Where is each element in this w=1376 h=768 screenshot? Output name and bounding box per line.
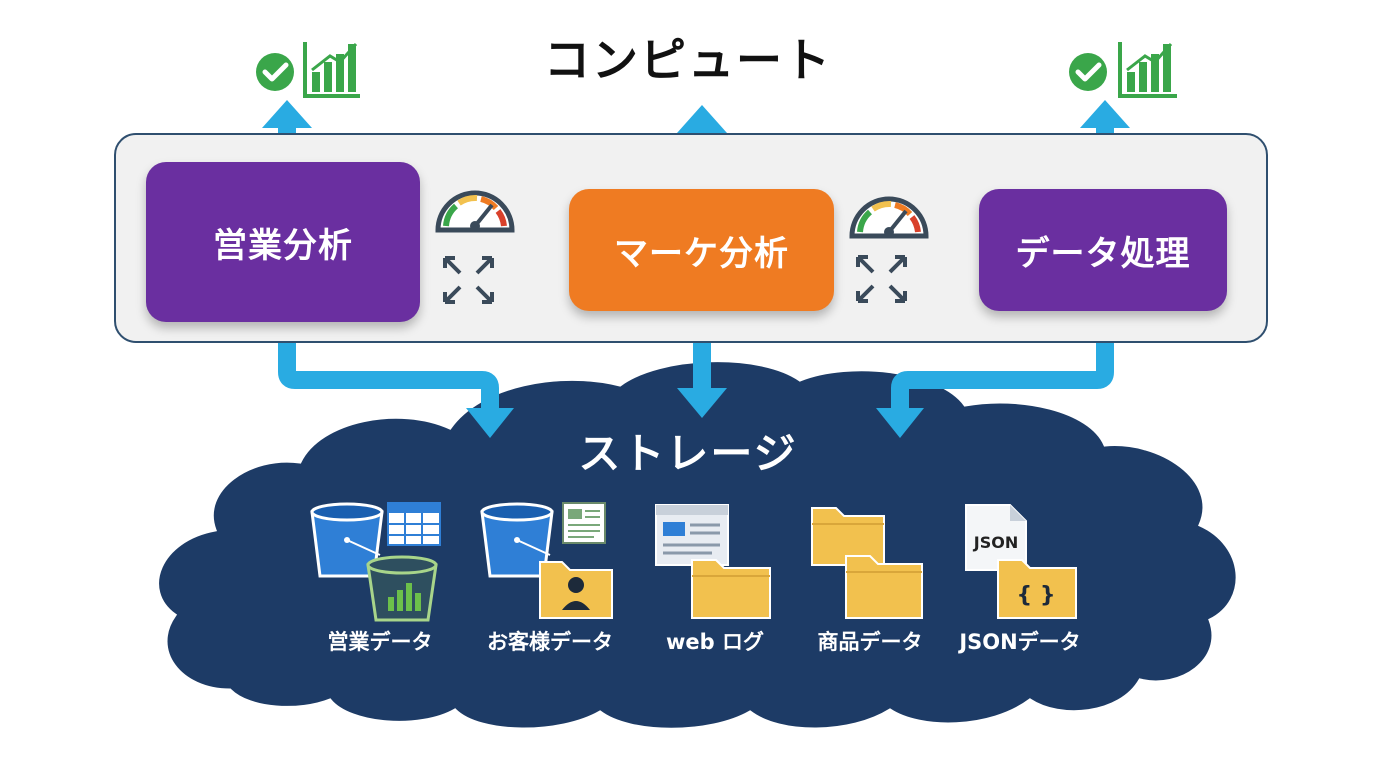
storage-item-json-data: JSONデータ — [959, 630, 1081, 654]
storage-cloud — [156, 359, 1239, 731]
task-sales-analysis: 営業分析 — [146, 162, 420, 322]
down-arrow-sales-to-storage — [278, 320, 514, 438]
growth-chart-icon — [1118, 42, 1177, 98]
storage-title: ストレージ — [578, 429, 798, 478]
task-marketing-analysis: マーケ分析 — [569, 189, 834, 311]
storage-item-web-log: web ログ — [666, 630, 764, 654]
check-circle-icon — [1069, 53, 1107, 91]
compute-title: コンピュート — [544, 33, 832, 87]
storage-item-product-data: 商品データ — [817, 630, 923, 654]
storage-item-sales-data: 営業データ — [327, 630, 433, 654]
storage-item-customer-data: お客様データ — [487, 630, 613, 654]
growth-chart-icon — [303, 42, 360, 98]
down-arrow-data-processing-to-storage — [876, 310, 1114, 438]
check-circle-icon — [256, 53, 294, 91]
task-data-processing: データ処理 — [979, 189, 1227, 311]
